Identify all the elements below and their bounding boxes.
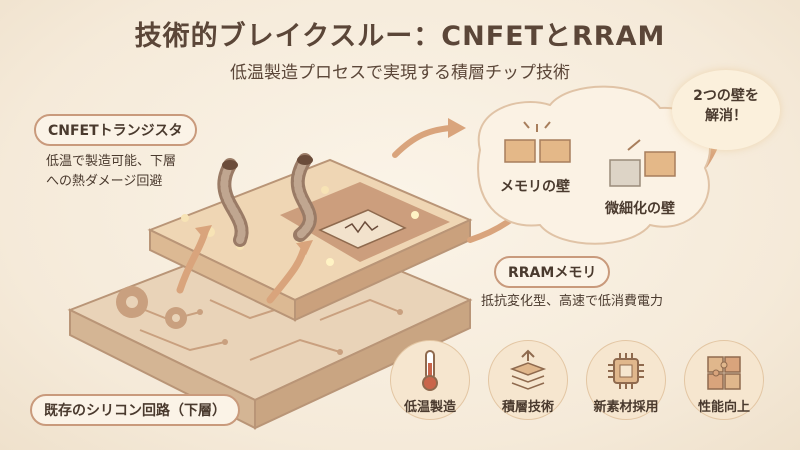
rram-label: RRAMメモリ [494,256,611,288]
thermometer-icon [422,350,438,391]
feature-stacking: 積層技術 [480,340,576,420]
feature-new-material: 新素材採用 [578,340,674,420]
page-subtitle: 低温製造プロセスで実現する積層チップ技術 [230,63,570,83]
feature-label: 新素材採用 [593,400,659,415]
base-layer-label: 既存のシリコン回路（下層） [30,394,240,426]
feature-label: 性能向上 [697,400,750,415]
nanotube-illustration [217,153,317,247]
scaling-wall-label: 微細化の壁 [605,201,675,217]
walls-cloud [477,85,711,245]
feature-label: 積層技術 [501,400,554,415]
goal-line1: 2つの壁を [693,88,759,104]
layers-icon [509,349,547,390]
memory-wall-icon [504,121,571,163]
cnfet-desc-line2: への熱ダメージ回避 [46,174,163,189]
rram-description: 抵抗変化型、高速で低消費電力 [481,294,664,309]
cnfet-desc-line1: 低温で製造可能、下層 [46,154,177,169]
gear-icon [116,286,187,329]
chip-icon [608,353,644,389]
feature-performance: 性能向上 [676,340,772,420]
feature-low-temp: 低温製造 [382,340,478,420]
rram-cell [296,209,419,266]
scaling-wall-icon [609,139,676,187]
feature-label: 低温製造 [403,400,456,415]
goal-line2: 解消！ [705,108,747,124]
page-title: 技術的ブレイクスルー：CNFETとRRAM [134,21,666,52]
goal-bubble: 2つの壁を 解消！ [672,70,780,150]
upper-device-layer [147,153,473,322]
puzzle-icon [707,356,741,390]
arrow-to-walls [392,125,453,158]
cnfet-description: 低温で製造可能、下層 への熱ダメージ回避 [46,152,176,192]
cnfet-label: CNFETトランジスタ [34,114,197,146]
memory-wall-label: メモリの壁 [500,179,570,195]
